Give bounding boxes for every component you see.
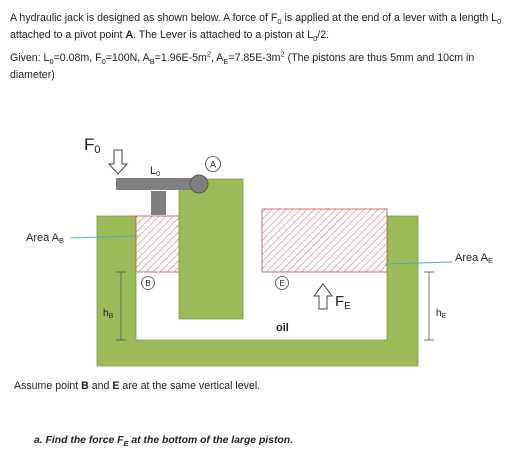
lever-length-label: L0 bbox=[150, 165, 160, 178]
point-e-circle bbox=[275, 276, 289, 290]
area-e-leader bbox=[384, 261, 453, 265]
point-e-label: E bbox=[279, 279, 284, 288]
area-b-label: Area AB bbox=[26, 232, 64, 245]
point-b-circle bbox=[141, 276, 155, 290]
pivot-circle bbox=[189, 174, 209, 194]
assumption-note: Assume point B and E are at the same ver… bbox=[14, 380, 261, 392]
small-piston bbox=[135, 215, 180, 273]
oil-label: oil bbox=[276, 322, 289, 334]
height-b-label: hB bbox=[103, 308, 114, 320]
force-in-label: F0 bbox=[84, 135, 101, 156]
problem-intro: A hydraulic jack is designed as shown be… bbox=[10, 12, 502, 44]
force-out-label: FE bbox=[335, 293, 351, 312]
pivot-label: A bbox=[210, 160, 216, 170]
pivot-label-circle bbox=[205, 156, 221, 172]
height-b-dimension bbox=[116, 271, 126, 341]
point-b-label: B bbox=[145, 279, 150, 288]
height-e-label: hE bbox=[436, 308, 447, 320]
center-block bbox=[178, 178, 244, 320]
lever-rod bbox=[151, 191, 166, 215]
question-a: a. Find the force FE at the bottom of th… bbox=[34, 435, 294, 449]
given-values: Given: L0=0.08m, F0=100N, AB=1.96E-5m2, … bbox=[10, 49, 475, 81]
area-e-label: Area AE bbox=[455, 252, 493, 265]
force-in-arrow bbox=[107, 149, 129, 175]
lever-arm bbox=[116, 178, 196, 190]
large-piston bbox=[261, 208, 388, 273]
height-e-dimension bbox=[424, 271, 434, 341]
force-out-arrow bbox=[313, 283, 333, 310]
area-b-leader bbox=[70, 235, 139, 239]
